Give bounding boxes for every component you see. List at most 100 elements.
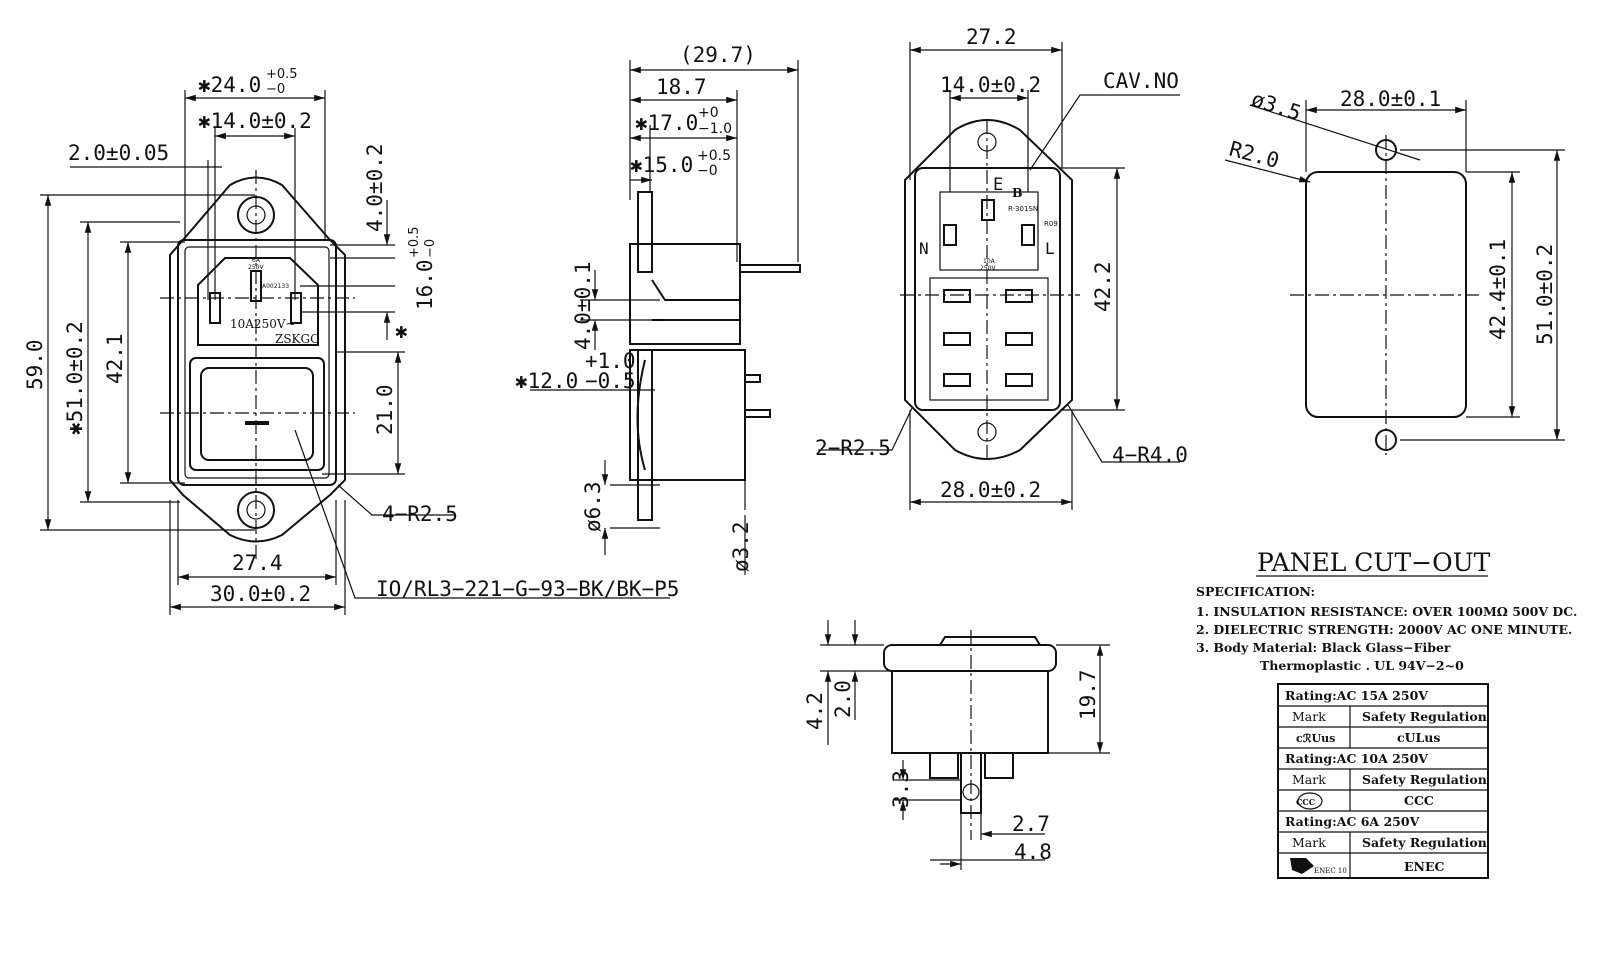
dim-297: (29.7) — [680, 43, 756, 67]
front-flange-outline — [169, 176, 346, 543]
rear-terminal-n — [943, 224, 957, 246]
rear-code-label: R09 — [1044, 220, 1058, 228]
side-terminal-2 — [744, 374, 761, 383]
mark-label-2: Mark — [1292, 772, 1326, 787]
rating-15a: Rating:AC 15A 250V — [1285, 688, 1428, 703]
dim-32: ø3.2 — [729, 521, 753, 572]
rating-10a: Rating:AC 10A 250V — [1285, 751, 1428, 766]
reg-label-3: Safety Regulation — [1362, 835, 1487, 850]
bottom-top-lip — [939, 636, 1041, 646]
front-fuse-label: 6A — [252, 257, 261, 264]
front-body-outline — [177, 239, 337, 486]
rear-b-label: B — [1012, 185, 1023, 200]
ccc-logo-ring — [1297, 792, 1323, 810]
dim-17-dn: −1.0 — [698, 121, 732, 137]
front-view — [40, 90, 670, 615]
rear-rating1: 10A — [983, 258, 996, 265]
spec-item-1: 1. INSULATION RESISTANCE: OVER 100MΩ 500… — [1196, 604, 1577, 619]
dim-16-tol-dn: −0 — [423, 239, 438, 258]
side-rocker — [636, 359, 646, 471]
rear-switch-term-5 — [943, 373, 971, 387]
cav-label: CAV.NO — [1103, 69, 1179, 93]
spec-item-4: Thermoplastic . UL 94V−2~0 — [1260, 658, 1464, 673]
dim-424: 42.4±0.1 — [1486, 239, 1510, 340]
dim-15-dn: −0 — [697, 163, 718, 179]
dim-274: 27.4 — [232, 551, 283, 575]
side-view — [530, 60, 801, 575]
dim-12-up: +1.0 — [585, 349, 636, 373]
side-flange-top — [637, 191, 653, 273]
rear-n-label: N — [919, 239, 929, 258]
front-fuse-label2: 250V — [248, 264, 264, 271]
ccc-logo: CCC — [1296, 797, 1315, 807]
side-inlet-body — [629, 243, 741, 345]
dim-187: 18.7 — [656, 75, 707, 99]
bottom-terminal-left — [929, 752, 959, 779]
regulation-culus: cULus — [1397, 730, 1440, 745]
rating-6a: Rating:AC 6A 250V — [1285, 814, 1420, 829]
dim-4: 4.0±0.2 — [363, 143, 387, 232]
rocker-switch-frame — [189, 357, 325, 471]
dim-15: ✱15.0 — [630, 153, 693, 177]
rear-switch-term-1 — [943, 289, 971, 303]
dim-59: 59.0 — [23, 339, 47, 390]
dim-15-up: +0.5 — [697, 148, 731, 164]
dim-r40: 4−R4.0 — [1112, 443, 1188, 467]
front-brand-label: ZSKGC — [275, 332, 319, 346]
inlet-recess — [197, 257, 319, 346]
rear-e-label: E — [993, 175, 1003, 195]
rear-inlet-block — [939, 191, 1039, 271]
rear-switch-block — [929, 277, 1049, 401]
side-switch-body — [629, 349, 746, 481]
dim-422: 42.2 — [1091, 261, 1115, 312]
dim-27: 2.7 — [1012, 812, 1050, 836]
dim-17: ✱17.0 — [635, 111, 698, 135]
rear-switch-term-2 — [1005, 289, 1033, 303]
rear-switch-term-3 — [943, 332, 971, 346]
panel-cutout — [1224, 100, 1565, 577]
dim-63: ø6.3 — [581, 481, 605, 532]
reg-label-2: Safety Regulation — [1362, 772, 1487, 787]
bottom-terminal-right — [984, 752, 1014, 779]
reg-label-1: Safety Regulation — [1362, 709, 1487, 724]
rocker-switch — [200, 367, 314, 461]
cutout-title: PANEL CUT−OUT — [1257, 548, 1491, 577]
enec-logo: ENEC 10 — [1314, 867, 1347, 875]
dim-14: ✱14.0±0.2 — [198, 109, 312, 133]
front-cert-label: A002133 — [262, 283, 289, 290]
rear-terminal-l — [1021, 224, 1035, 246]
bottom-view — [820, 620, 1110, 870]
pin-right — [290, 292, 302, 324]
rear-l-label: L — [1045, 239, 1055, 258]
mark-label-3: Mark — [1292, 835, 1326, 850]
front-body-inner — [184, 246, 330, 479]
rear-switch-term-4 — [1005, 332, 1033, 346]
side-flange-bottom — [637, 349, 653, 521]
bottom-flange — [883, 644, 1057, 672]
dim-16: 16.0 — [413, 259, 437, 310]
dim-24: ✱24.0 — [198, 73, 261, 97]
dim-42: 42.1 — [103, 333, 127, 384]
dim-51: ✱51.0±0.2 — [63, 321, 87, 435]
dim-16-tol-up: +0.5 — [407, 226, 422, 258]
rear-model-label: R-301SN — [1008, 205, 1038, 213]
side-terminal-3 — [744, 409, 771, 418]
rear-flange-outline — [904, 119, 1073, 460]
ratings-table — [1277, 683, 1489, 879]
rear-view — [818, 42, 1180, 510]
dim-28-cutout: 28.0±0.1 — [1340, 87, 1441, 111]
dim-197: 19.7 — [1076, 669, 1100, 720]
regulation-enec: ENEC — [1404, 859, 1444, 874]
bottom-body — [891, 670, 1049, 754]
dim-51-cutout: 51.0±0.2 — [1533, 244, 1557, 345]
side-terminal-1 — [739, 264, 801, 273]
dim-28-rear: 28.0±0.2 — [940, 478, 1041, 502]
front-rating-label: 10A250V~ — [230, 317, 296, 331]
rear-rating2: 250V — [980, 265, 996, 272]
dim-42-bottom: 4.2 — [803, 692, 827, 730]
dim-24-tol-dn: −0 — [266, 82, 285, 97]
rear-body — [914, 167, 1061, 411]
rear-terminal-e — [981, 199, 995, 221]
mark-label-1: Mark — [1292, 709, 1326, 724]
